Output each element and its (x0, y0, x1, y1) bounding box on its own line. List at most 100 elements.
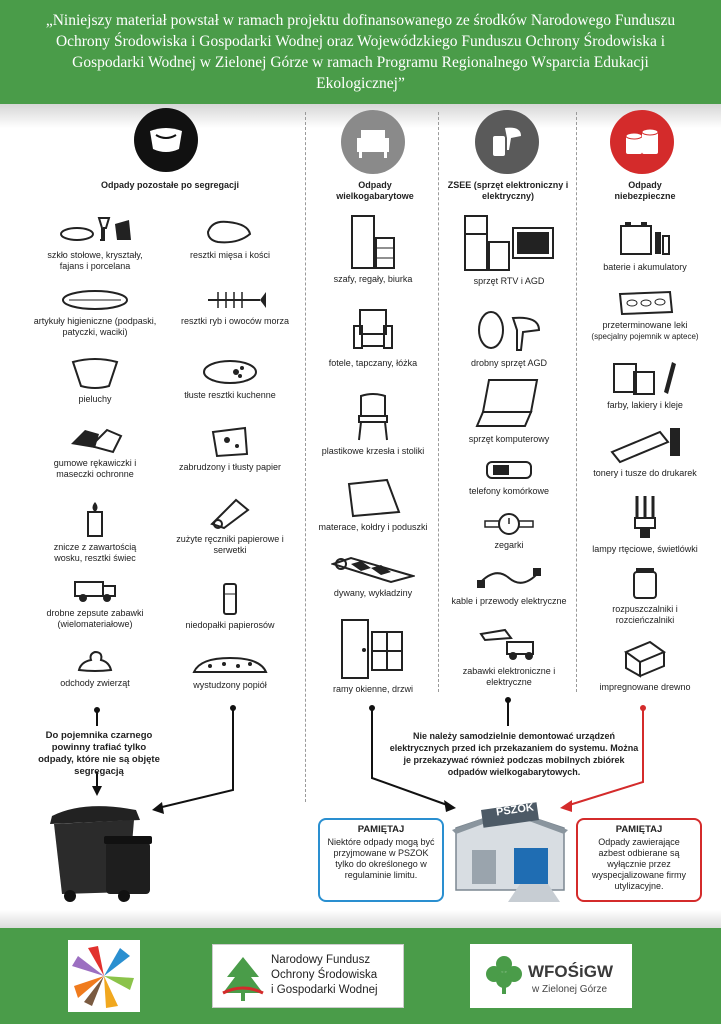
item-label: resztki ryb i owoców morza (180, 316, 290, 326)
list-item: tonery i tusze do drukarek (590, 424, 700, 479)
list-item: materace, kołdry i poduszki (318, 478, 428, 533)
list-item: kable i przewody elektryczne (450, 564, 568, 607)
column-divider (576, 112, 577, 692)
list-item: plastikowe krzesła i stoliki (318, 392, 428, 457)
list-item: ramy okienne, drzwi (318, 618, 428, 695)
item-label: tonery i tusze do drukarek (593, 468, 697, 478)
fish-bones-icon (208, 292, 266, 308)
nfosigw-logo-box: Narodowy Fundusz Ochrony Środowiska i Go… (212, 944, 404, 1008)
laptop-icon (475, 379, 539, 427)
weee-title: ZSEE (sprzęt elektroniczny i elektryczny… (447, 180, 569, 201)
item-label: lampy rtęciowe, świetlówki (592, 544, 698, 554)
toy-truck-icon (74, 581, 116, 602)
list-item: lampy rtęciowe, świetlówki (590, 494, 700, 555)
list-item: impregnowane drewno (590, 638, 700, 693)
list-item: resztki ryb i owoców morza (175, 288, 295, 327)
hands-logo-box (68, 940, 140, 1012)
column-divider (305, 112, 306, 802)
list-item: artykuły higieniczne (podpaski, patyczki… (30, 288, 160, 338)
item-label: ramy okienne, drzwi (332, 684, 414, 694)
list-item: zabrudzony i tłusty papier (175, 426, 285, 473)
item-label: drobne zepsute zabawki (wielomateriałowe… (46, 608, 144, 629)
electronics-icon (475, 110, 539, 174)
small-appliances-icon (478, 311, 541, 351)
residual-waste-icon (134, 108, 198, 172)
wfosigw-logo-box: WFOŚiGW w Zielonej Górze (470, 944, 632, 1008)
item-label: impregnowane drewno (599, 682, 691, 692)
item-label: sprzęt komputerowy (468, 434, 550, 444)
animal-waste-icon (77, 650, 113, 672)
gloves-icon (71, 428, 123, 454)
item-label: zużyte ręczniki papierowe i serwetki (176, 534, 284, 555)
list-item: przeterminowane leki (specjalny pojemnik… (585, 290, 705, 342)
candle-icon (87, 502, 103, 537)
list-item: znicze z zawartością wosku, resztki świe… (40, 500, 150, 564)
list-item: fotele, tapczany, łóżka (318, 306, 428, 369)
wardrobe-icon (351, 215, 395, 269)
flow-arrows (92, 697, 646, 814)
pszok-limit-box: PAMIĘTAJ Niektóre odpady mogą być przyjm… (318, 818, 444, 902)
toner-icon (610, 428, 680, 464)
hazardous-title: Odpady niebezpieczne (614, 180, 676, 201)
plastic-chair-icon (358, 393, 388, 441)
box-text: Niektóre odpady mogą być przyjmowane w P… (327, 837, 435, 880)
item-label: zabawki elektroniczne i elektryczne (462, 666, 556, 687)
item-label: zegarki (494, 540, 524, 550)
list-item: sprzęt komputerowy (450, 376, 568, 445)
wfosigw-name: WFOŚiGW (528, 962, 613, 981)
item-label: niedopałki papierosów (185, 620, 275, 630)
item-label: resztki mięsa i kości (189, 250, 270, 260)
solvent-jar-icon (633, 568, 657, 599)
item-label: artykuły higieniczne (podpaski, patyczki… (33, 316, 157, 337)
bulky-title: Odpady wielkogabarytowe (336, 180, 414, 201)
item-label: farby, lakiery i kleje (607, 400, 683, 410)
item-label: telefony komórkowe (468, 486, 550, 496)
column-divider (438, 112, 439, 692)
item-label: szafy, regały, biurka (333, 274, 413, 284)
door-window-icon (341, 619, 403, 679)
list-item: pieluchy (40, 356, 150, 405)
item-label: plastikowe krzesła i stoliki (321, 446, 425, 456)
item-label: gumowe rękawiczki i maseczki ochronne (53, 458, 137, 479)
box-title: PAMIĘTAJ (357, 824, 405, 835)
list-item: szkło stołowe, kryształy, fajans i porce… (40, 214, 150, 272)
list-item: odchody zwierząt (40, 648, 150, 689)
asbestos-box: PAMIĘTAJ Odpady zawierające azbest odbie… (576, 818, 702, 902)
hazardous-waste-icon (610, 110, 674, 174)
list-item: zegarki (450, 512, 568, 551)
list-item: telefony komórkowe (450, 458, 568, 497)
cigarette-butt-icon (223, 583, 237, 615)
mattress-icon (347, 478, 401, 518)
bulky-waste-icon (341, 110, 405, 174)
list-item: gumowe rękawiczki i maseczki ochronne (40, 424, 150, 480)
fridge-tv-icon (464, 215, 554, 271)
item-label: szkło stołowe, kryształy, fajans i porce… (47, 250, 143, 271)
tableware-icon (60, 217, 131, 241)
item-label: baterie i akumulatory (603, 262, 687, 272)
battery-icon (620, 222, 670, 255)
item-label: znicze z zawartością wosku, resztki świe… (53, 542, 137, 563)
bin-note: Do pojemnika czarnego powinny trafiać ty… (38, 730, 160, 777)
list-item: wystudzony popiół (175, 652, 285, 691)
item-label: wystudzony popiół (193, 680, 267, 690)
item-label: zabrudzony i tłusty papier (178, 462, 282, 472)
list-item: szafy, regały, biurka (318, 214, 428, 285)
list-item: drobny sprzęt AGD (450, 310, 568, 369)
box-title: PAMIĘTAJ (615, 824, 663, 835)
nfosigw-name: Narodowy Fundusz Ochrony Środowiska i Go… (271, 954, 378, 996)
electronics-note: Nie należy samodzielnie demontować urząd… (389, 731, 639, 777)
item-label: fotele, tapczany, łóżka (328, 358, 418, 368)
residual-title: Odpady pozostałe po segregacji (100, 180, 240, 190)
paper-towel-icon (210, 498, 250, 530)
item-label: materace, kołdry i poduszki (318, 522, 428, 532)
list-item: farby, lakiery i kleje (590, 358, 700, 411)
header-text: „Niniejszy materiał powstał w ramach pro… (45, 12, 676, 92)
pszok-building-icon (452, 802, 568, 902)
item-label: odchody zwierząt (60, 678, 130, 688)
list-item: niedopałki papierosów (175, 582, 285, 631)
list-item: tłuste resztki kuchenne (175, 356, 285, 401)
header-banner: „Niniejszy materiał powstał w ramach pro… (0, 0, 721, 104)
list-item: resztki mięsa i kości (175, 216, 285, 261)
mobile-phone-icon (486, 461, 532, 479)
wfosigw-leaf-icon (486, 956, 522, 994)
